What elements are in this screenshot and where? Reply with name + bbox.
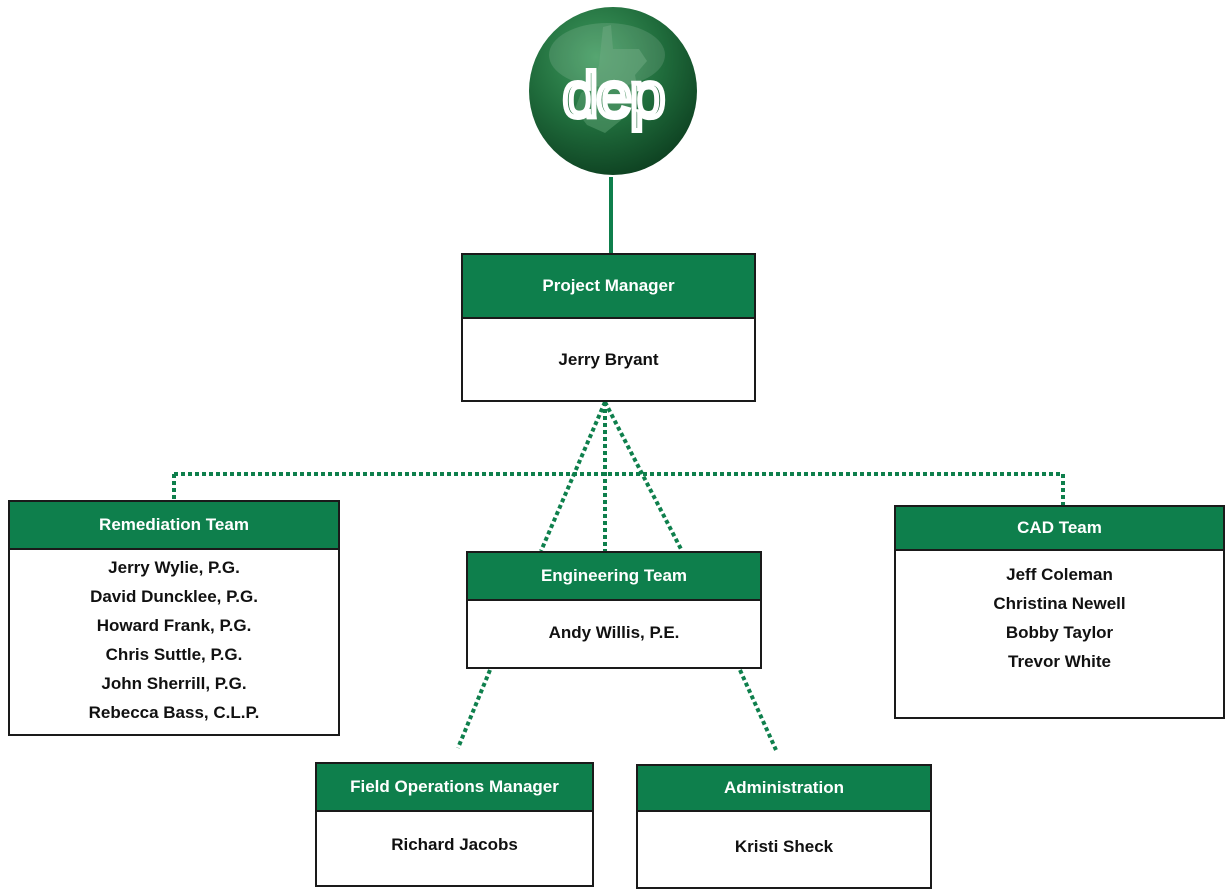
administration-header: Administration — [638, 766, 930, 812]
cad-member: Christina Newell — [993, 594, 1126, 613]
engineering-team-box: Engineering Team Andy Willis, P.E. — [466, 551, 762, 669]
logo-text: dep — [563, 59, 664, 131]
project-manager-title: Project Manager — [542, 276, 675, 295]
remediation-team-header: Remediation Team — [10, 502, 338, 550]
manager-right-connector — [603, 401, 684, 552]
administration-box: Administration Kristi Sheck — [636, 764, 932, 889]
remediation-member: Rebecca Bass, C.L.P. — [88, 703, 260, 722]
field-operations-title: Field Operations Manager — [350, 777, 559, 796]
field-operations-header: Field Operations Manager — [317, 764, 592, 812]
cad-member: Jeff Coleman — [1006, 565, 1113, 584]
remediation-member: Chris Suttle, P.G. — [105, 645, 243, 664]
project-manager-name: Jerry Bryant — [558, 350, 659, 369]
remediation-member: Howard Frank, P.G. — [96, 616, 252, 635]
remediation-member: John Sherrill, P.G. — [101, 674, 247, 693]
manager-left-connector — [539, 401, 607, 552]
cad-team-header: CAD Team — [896, 507, 1223, 551]
engineering-to-field-connector — [456, 669, 492, 749]
cad-team-box: CAD Team Jeff Coleman Christina Newell B… — [894, 505, 1225, 719]
administration-title: Administration — [724, 778, 844, 797]
remediation-member: Jerry Wylie, P.G. — [108, 558, 240, 577]
cad-member: Bobby Taylor — [1005, 623, 1114, 642]
remediation-member: David Duncklee, P.G. — [90, 587, 258, 606]
cad-member: Trevor White — [1008, 652, 1111, 671]
administration-member: Kristi Sheck — [734, 837, 834, 856]
engineering-team-header: Engineering Team — [468, 553, 760, 601]
project-manager-box: Project Manager Jerry Bryant — [461, 253, 756, 402]
dep-logo: dep — [529, 7, 697, 175]
engineering-member: Andy Willis, P.E. — [548, 623, 680, 642]
field-operations-box: Field Operations Manager Richard Jacobs — [315, 762, 594, 887]
remediation-team-title: Remediation Team — [99, 515, 249, 534]
west-virginia-map-icon — [575, 25, 647, 133]
field-operations-member: Richard Jacobs — [391, 835, 518, 854]
cad-team-title: CAD Team — [1017, 518, 1102, 537]
remediation-team-box: Remediation Team Jerry Wylie, P.G. David… — [8, 500, 340, 736]
project-manager-header: Project Manager — [463, 255, 754, 319]
engineering-to-admin-connector — [738, 669, 778, 751]
engineering-team-title: Engineering Team — [540, 566, 688, 585]
